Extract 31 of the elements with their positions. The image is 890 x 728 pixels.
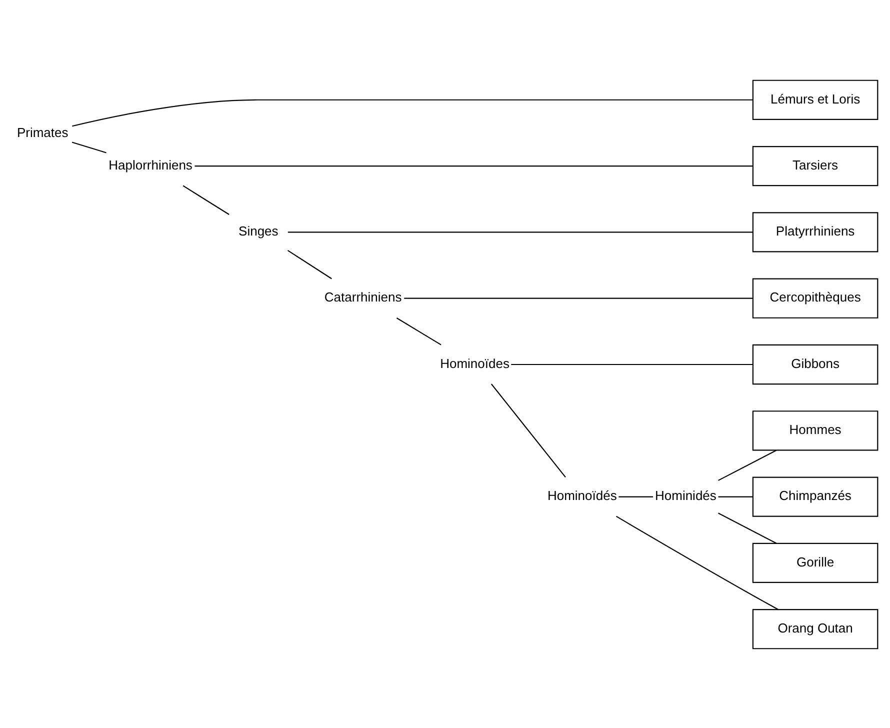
connector: [510, 363, 752, 365]
connector: [287, 249, 332, 279]
connector: [718, 512, 776, 544]
node-box: Tarsiers: [752, 145, 878, 186]
connector: [490, 383, 566, 478]
connector: [404, 297, 752, 298]
connector: [194, 165, 752, 166]
node-text: Hominoïdés: [546, 488, 616, 503]
node-box: Gibbons: [752, 344, 878, 384]
node-box: Lémurs et Loris: [752, 79, 878, 120]
node-text: Hominidés: [654, 488, 716, 503]
connector: [287, 231, 752, 232]
connector: [718, 496, 752, 497]
node-box: Cercopithèques: [752, 278, 878, 318]
connector: [718, 449, 776, 480]
node-box: Platyrrhiniens: [752, 212, 878, 252]
connector: [618, 496, 653, 497]
connector: [396, 317, 441, 345]
node-text: Haplorrhiniens: [108, 156, 192, 172]
node-box: Gorille: [752, 542, 878, 583]
node-box: Chimpanzés: [752, 476, 878, 516]
node-box: Orang Outan: [752, 608, 878, 649]
node-box: Hommes: [752, 410, 878, 450]
connector: [72, 98, 752, 126]
node-text: Singes: [238, 223, 278, 238]
connector: [182, 184, 229, 214]
connector: [615, 515, 778, 610]
node-text: Hominoïdes: [440, 355, 509, 370]
node-text: Primates: [16, 124, 68, 140]
node-text: Catarrhiniens: [324, 289, 402, 304]
connector: [71, 141, 106, 153]
